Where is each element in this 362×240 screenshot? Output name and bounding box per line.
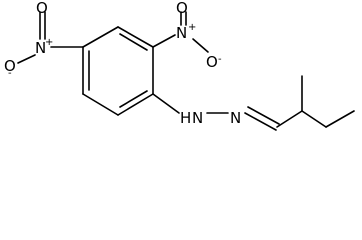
bond-ring-nitro-right	[152, 34, 176, 48]
ring-bond-c3-c4	[117, 93, 154, 116]
bond-ch-ch2	[301, 110, 327, 128]
atom-n-hydrazone-2: N	[230, 109, 241, 127]
bond-ring-nh	[152, 93, 180, 114]
ring-bond-c6-c1	[82, 26, 119, 48]
atom-n-hydrazone-1: N	[192, 109, 203, 127]
bond-nitro-right-o-minus	[192, 38, 209, 53]
ring-bond-c4-c5	[82, 93, 119, 116]
charge-n-right: +	[188, 22, 196, 33]
charge-n-left: +	[45, 37, 53, 48]
ring-double-c1-c2	[119, 33, 148, 51]
bond-n-ch-a	[244, 112, 277, 131]
ring-double-c3-c4	[119, 90, 148, 108]
atom-h-hydrazone: H	[180, 109, 191, 127]
atom-o-left-minus: O	[4, 57, 16, 75]
atom-n-right: N	[176, 24, 187, 42]
atom-o-right-top: O	[176, 0, 188, 17]
bond-ch2-ch3	[325, 110, 355, 128]
atom-o-left-top: O	[36, 0, 48, 17]
bond-nitro-left-o-minus	[17, 54, 36, 64]
bond-ch-ch	[276, 110, 303, 128]
molecule-svg: O O - N + O N + O - H N N	[4, 0, 355, 131]
atom-o-right-minus: O	[206, 53, 218, 71]
structure-diagram: O O - N + O N + O - H N N	[4, 0, 355, 131]
bond-n-ch-b	[247, 106, 280, 125]
ring-bond-c1-c2	[117, 26, 154, 48]
atom-n-left: N	[35, 39, 46, 57]
charge-o-right-minus: -	[218, 54, 222, 65]
charge-o-left-minus: -	[8, 68, 12, 79]
